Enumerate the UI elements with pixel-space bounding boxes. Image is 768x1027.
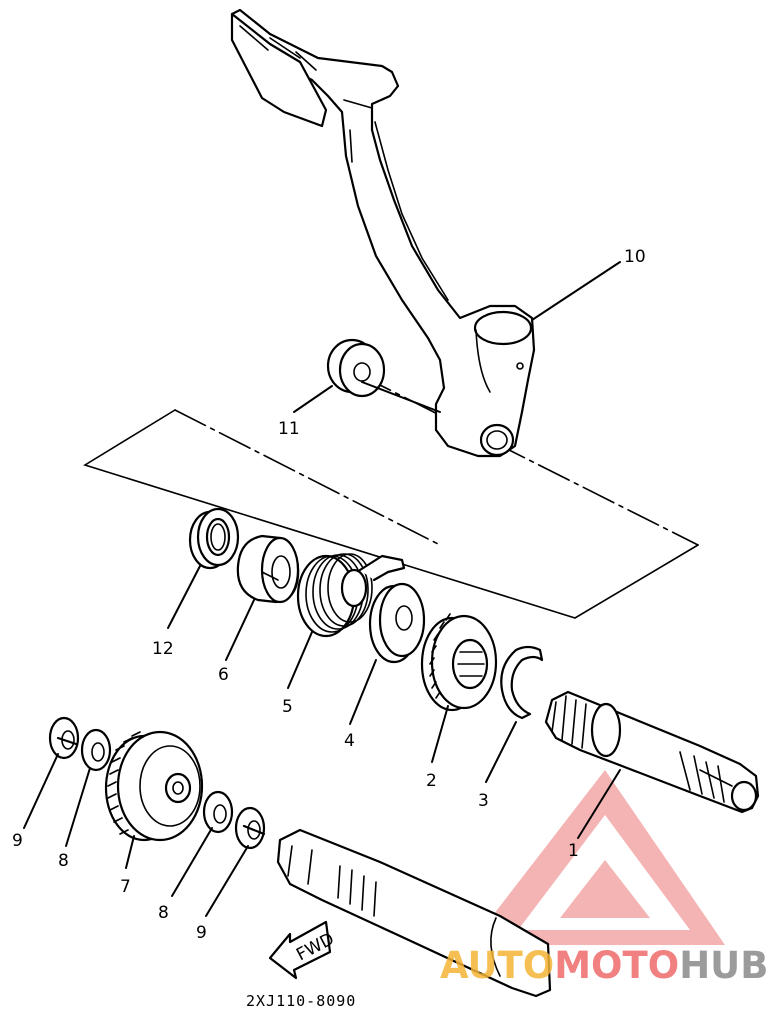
callout-2: 2: [426, 771, 437, 791]
forward-direction-arrow: FWD: [268, 920, 338, 980]
oil-seal: [188, 507, 240, 570]
callout-1: 1: [568, 841, 579, 861]
callout-7: 7: [120, 877, 131, 897]
watermark-auto: AUTO: [440, 944, 554, 987]
callout-5: 5: [282, 697, 293, 717]
kick-axle-shaft: [544, 690, 760, 814]
callout-8-right: 8: [158, 903, 169, 923]
circlip-9-left: [48, 716, 80, 760]
circlip-9-right: [234, 806, 266, 850]
watermark-logo: [470, 770, 725, 945]
kick-crank-arm: [230, 8, 536, 458]
watermark-moto: MOTO: [554, 944, 679, 987]
spring-guide-collar: [236, 534, 300, 604]
callout-6: 6: [218, 665, 229, 685]
idle-gear-shaft: [276, 828, 552, 998]
assembly-frame-line: [83, 409, 699, 619]
callout-9-right: 9: [196, 923, 207, 943]
idle-gear: [104, 730, 204, 842]
watermark-wordmark: AUTOMOTOHUB: [440, 944, 768, 987]
svg-text:AUTOMOTOHUB: AUTOMOTOHUB: [440, 944, 768, 987]
callout-12: 12: [152, 639, 174, 659]
ratchet-wheel: [420, 613, 498, 712]
crank-bolt-cap: [326, 338, 386, 398]
callout-8-left: 8: [58, 851, 69, 871]
callout-10: 10: [624, 247, 646, 267]
callouts: 10 11 12 6 5 4 2 3 1 9 8 7 8 9: [12, 247, 646, 943]
callout-11: 11: [278, 419, 300, 439]
washer-8-right: [202, 790, 234, 834]
plain-washer-4: [368, 582, 426, 664]
circlip-3: [500, 645, 544, 720]
washer-8-left: [80, 728, 112, 772]
watermark-hub: HUB: [679, 944, 768, 987]
assembly-axis-line-lower: [174, 409, 441, 546]
callout-9-left: 9: [12, 831, 23, 851]
leader-lines: [23, 261, 621, 917]
torsion-spring: [296, 553, 406, 638]
drawing-code: 2XJ110-8090: [246, 992, 356, 1010]
callout-3: 3: [478, 791, 489, 811]
callout-4: 4: [344, 731, 355, 751]
